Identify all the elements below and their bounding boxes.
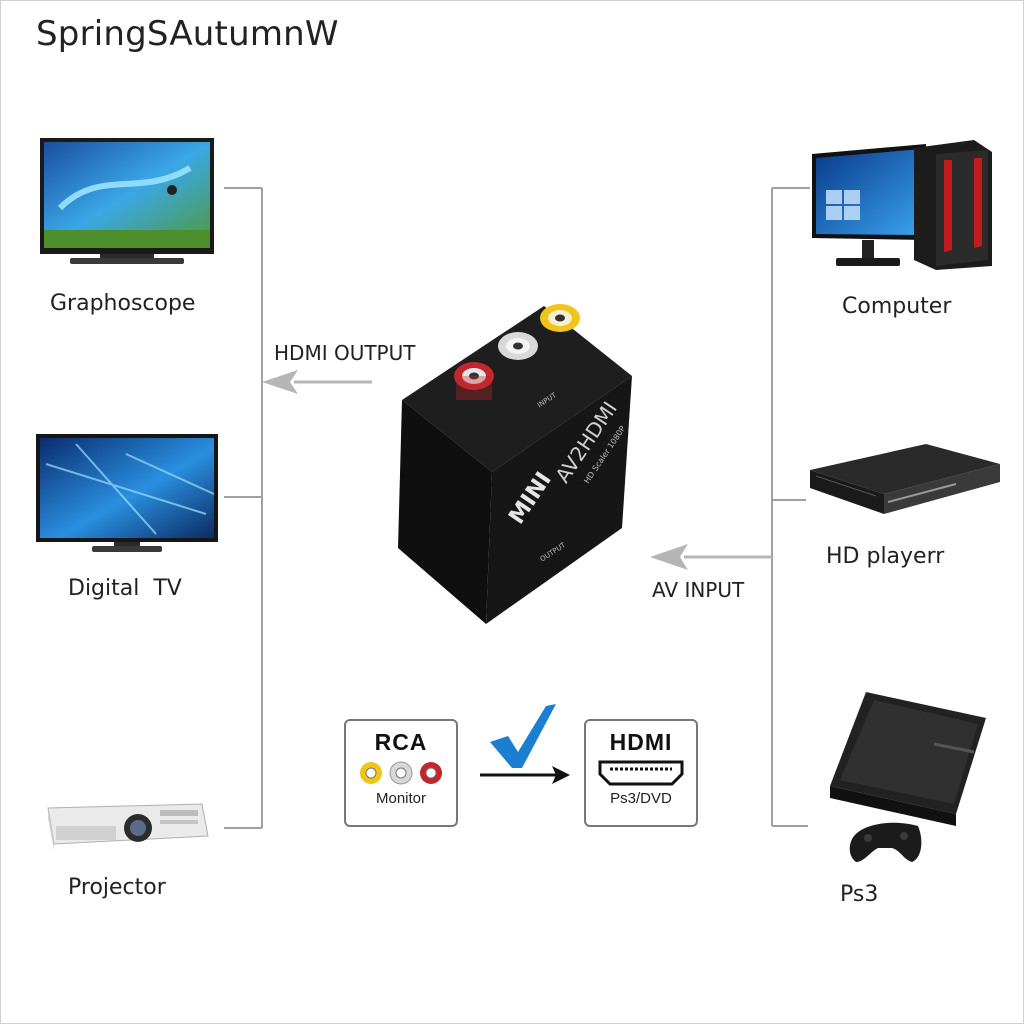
hd-player-icon bbox=[806, 444, 1002, 518]
hd-player-device bbox=[806, 444, 1002, 518]
rca-jack-yellow bbox=[540, 304, 580, 332]
rca-card-title: RCA bbox=[346, 729, 456, 756]
hdmi-output-arrow bbox=[262, 370, 372, 394]
rca-connectors-icon bbox=[349, 758, 453, 788]
hd-player-label: HD playerr bbox=[826, 544, 944, 569]
av2hdmi-converter: AV2HDMI HD Scaler 1080P MINI INPUT OUTPU… bbox=[396, 296, 636, 626]
ps3-device bbox=[826, 690, 990, 874]
converter-box: AV2HDMI HD Scaler 1080P MINI INPUT OUTPU… bbox=[396, 296, 636, 626]
projector-device bbox=[42, 796, 210, 854]
hdmi-card-title: HDMI bbox=[586, 729, 696, 756]
graphoscope-device bbox=[40, 138, 220, 270]
computer-device bbox=[806, 140, 996, 272]
rca-card: RCA Monitor bbox=[344, 719, 458, 827]
rca-jack-red bbox=[454, 362, 494, 400]
rca-to-hdmi-arrow bbox=[480, 766, 570, 784]
graphoscope-label: Graphoscope bbox=[50, 291, 195, 316]
tv-icon bbox=[36, 434, 222, 556]
av-input-label: AV INPUT bbox=[652, 578, 744, 602]
hdmi-card: HDMI Ps3/DVD bbox=[584, 719, 698, 827]
rca-card-subtitle: Monitor bbox=[346, 790, 456, 807]
digital-tv-label: Digital TV bbox=[68, 576, 182, 601]
hdmi-port-icon bbox=[596, 758, 686, 788]
av-input-arrow bbox=[650, 544, 772, 570]
rca-jack-white bbox=[498, 332, 538, 360]
projector-icon bbox=[42, 796, 210, 854]
tv-icon bbox=[40, 138, 220, 270]
projector-label: Projector bbox=[68, 875, 166, 900]
hdmi-card-subtitle: Ps3/DVD bbox=[586, 790, 696, 807]
check-icon bbox=[490, 704, 556, 768]
digital-tv-device bbox=[36, 434, 222, 556]
computer-label: Computer bbox=[842, 294, 951, 319]
ps3-label: Ps3 bbox=[840, 882, 878, 907]
computer-icon bbox=[806, 140, 996, 272]
ps3-icon bbox=[826, 690, 990, 874]
hdmi-output-label: HDMI OUTPUT bbox=[274, 341, 415, 365]
